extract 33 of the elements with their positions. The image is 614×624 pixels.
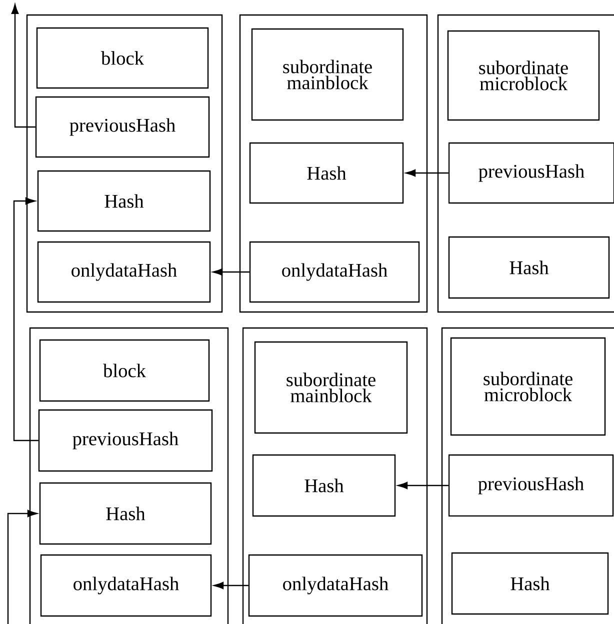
field-box: Hash: [448, 236, 610, 299]
field-box: subordinate mainblock: [251, 28, 404, 121]
field-box: previousHash: [448, 454, 614, 517]
field-box: onlydataHash: [40, 554, 212, 617]
field-box: subordinate microblock: [447, 30, 600, 121]
arrow: [13, 197, 38, 442]
arrow: [212, 268, 250, 276]
field-box: Hash: [249, 142, 404, 204]
block-frame: [239, 14, 428, 313]
field-box: subordinate mainblock: [254, 341, 408, 434]
field-box: onlydataHash: [249, 241, 420, 303]
field-box: block: [39, 339, 210, 402]
field-box: onlydataHash: [37, 241, 211, 303]
arrow: [214, 582, 248, 590]
field-box: onlydataHash: [248, 554, 423, 617]
field-box: previousHash: [35, 96, 210, 158]
block-frame: [437, 14, 614, 313]
block-frame: [242, 327, 428, 624]
block-frame: [29, 327, 229, 624]
block-frame: [441, 327, 614, 624]
arrow: [406, 169, 448, 177]
arrow: [11, 4, 36, 128]
field-box: Hash: [252, 454, 396, 517]
field-box: block: [36, 27, 209, 89]
field-box: subordinate microblock: [450, 337, 606, 436]
field-box: previousHash: [448, 142, 614, 204]
field-box: Hash: [37, 170, 211, 232]
field-box: previousHash: [38, 409, 213, 472]
arrow: [398, 482, 448, 490]
arrow: [7, 510, 38, 624]
block-frame: [26, 14, 223, 313]
field-box: Hash: [451, 552, 609, 615]
field-box: Hash: [39, 482, 212, 545]
